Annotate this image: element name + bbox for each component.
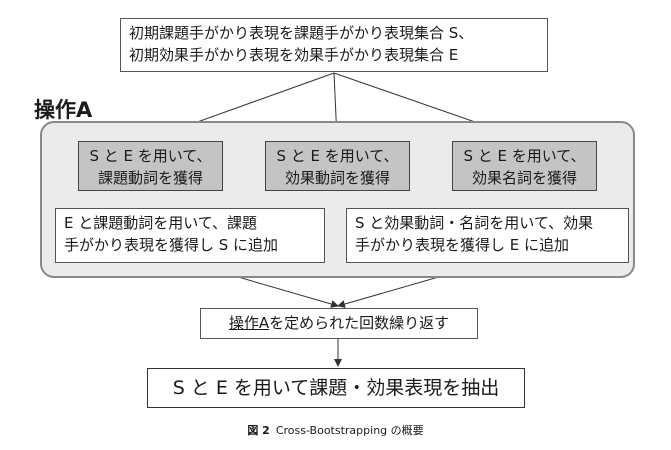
repeat-operation-name: 操作A: [228, 314, 270, 332]
repeat-operation-box: 操作Aを定められた回数繰り返す: [200, 308, 478, 339]
acquire-task-verb-box: S と E を用いて、 課題動詞を獲得: [78, 141, 223, 191]
extract-expressions-box: S と E を用いて課題・効果表現を抽出: [147, 368, 525, 408]
figure-number: 図 2: [247, 424, 270, 437]
add-effect-expressions-box: S と効果動詞・名詞を用いて、効果 手がかり表現を獲得し E に追加: [346, 208, 629, 263]
acquire-effect-verb-box: S と E を用いて、 効果動詞を獲得: [265, 141, 410, 191]
figure-caption: 図 2 Cross-Bootstrapping の概要: [0, 422, 671, 438]
initial-expressions-box: 初期課題手がかり表現を課題手がかり表現集合 S、 初期効果手がかり表現を効果手が…: [120, 18, 548, 72]
figure-caption-text: Cross-Bootstrapping の概要: [275, 424, 424, 437]
add-task-expressions-box: E と課題動詞を用いて、課題 手がかり表現を獲得し S に追加: [55, 208, 325, 263]
operation-a-label: 操作A: [34, 98, 93, 122]
repeat-operation-text: を定められた回数繰り返す: [269, 314, 450, 332]
acquire-effect-noun-box: S と E を用いて、 効果名詞を獲得: [452, 141, 597, 191]
